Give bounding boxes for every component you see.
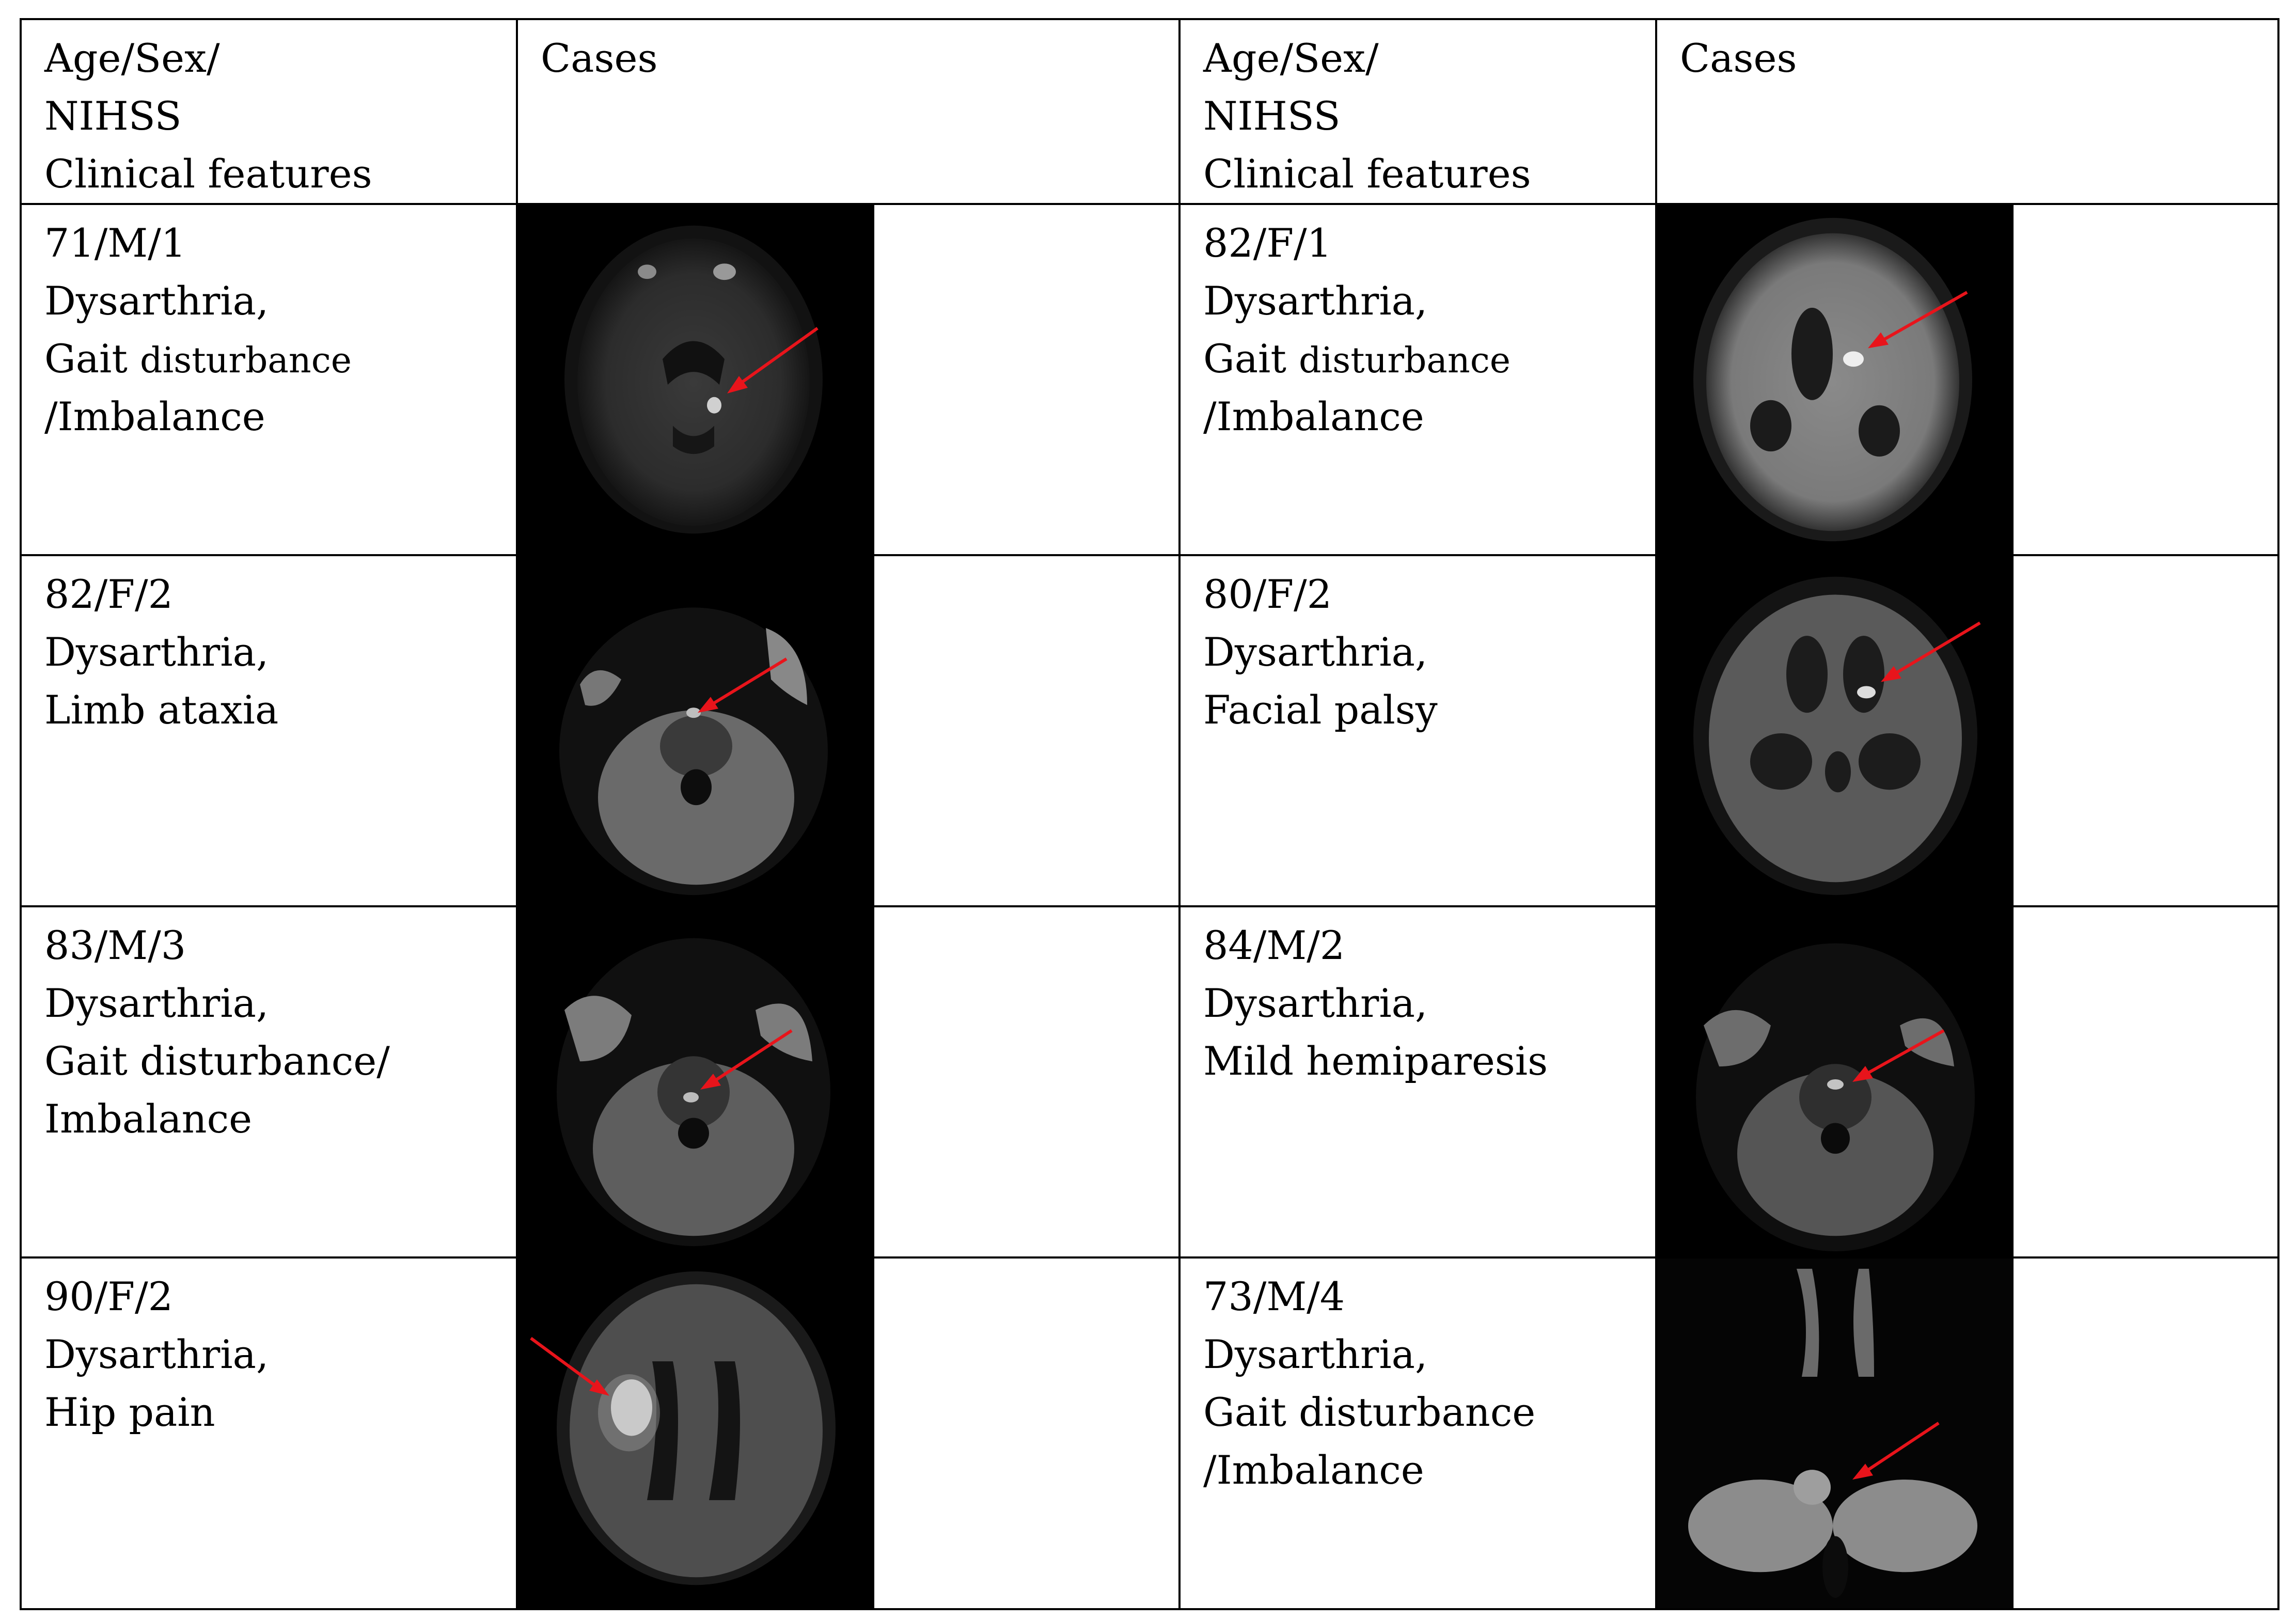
arrow-icon	[1860, 1422, 1940, 1476]
mri-cell	[1655, 554, 2279, 907]
arrowhead-icon	[1868, 332, 1889, 349]
arrowhead-icon	[698, 697, 718, 713]
feature-line: Dysarthria,	[44, 629, 269, 675]
feature-line: Dysarthria,	[1203, 1331, 1428, 1377]
feature-line: Dysarthria,	[1203, 278, 1428, 324]
clinical-cell: 90/F/2 Dysarthria, Hip pain	[20, 1256, 518, 1610]
feature-line: /Imbalance	[1203, 1447, 1424, 1493]
mri-image	[1658, 557, 2014, 904]
brain-mri-image	[1693, 576, 1981, 895]
feature-line: Facial palsy	[1203, 687, 1438, 733]
feature-line: Mild hemiparesis	[1203, 1038, 1548, 1084]
arrow-icon	[734, 327, 819, 389]
mri-image	[519, 1260, 874, 1607]
feature-line: Limb ataxia	[44, 687, 279, 733]
clinical-cell: 82/F/2 Dysarthria, Limb ataxia	[20, 554, 518, 907]
table-row: 83/M/3 Dysarthria, Gait disturbance/ Imb…	[20, 905, 2279, 1259]
brain-mri-image	[1693, 217, 1972, 542]
header-line: NIHSS	[1203, 93, 1341, 139]
feature-line: Gait disturbance/	[44, 1038, 390, 1084]
mri-cell	[516, 554, 1181, 907]
age-sex-nihss: 83/M/3	[44, 922, 186, 968]
brain-mri-image	[564, 225, 823, 534]
table-row: 90/F/2 Dysarthria, Hip pain	[20, 1256, 2279, 1610]
mri-image	[1658, 908, 2014, 1255]
header-cases-label: Cases	[541, 35, 658, 81]
feature-line: /Imbalance	[44, 394, 265, 439]
feature-line: Gait disturbance	[44, 336, 352, 382]
age-sex-nihss: 80/F/2	[1203, 571, 1332, 617]
header-line: Age/Sex/	[44, 35, 220, 81]
mri-cell	[516, 1256, 1181, 1610]
mri-cell	[1655, 1256, 2279, 1610]
feature-line: Imbalance	[44, 1096, 253, 1142]
age-sex-nihss: 82/F/2	[44, 571, 174, 617]
table-row: 82/F/2 Dysarthria, Limb ataxia	[20, 554, 2279, 907]
arrow-icon	[708, 1029, 793, 1086]
brain-mri-image	[1658, 1260, 2014, 1607]
mri-cell	[516, 203, 1181, 556]
header-line: NIHSS	[44, 93, 182, 139]
mri-image	[519, 908, 874, 1255]
feature-line: Dysarthria,	[44, 1331, 269, 1377]
arrow-icon	[1876, 291, 1968, 345]
arrowhead-icon	[1881, 666, 1901, 682]
clinical-cell: 80/F/2 Dysarthria, Facial palsy	[1178, 554, 1657, 907]
arrowhead-icon	[700, 1074, 721, 1090]
header-cell-features-right: Age/Sex/ NIHSS Clinical features	[1178, 18, 1657, 205]
arrow-icon	[530, 1336, 602, 1391]
feature-line: Dysarthria,	[44, 278, 269, 324]
header-line: Clinical features	[1203, 151, 1531, 197]
mri-cell	[516, 905, 1181, 1259]
feature-line: Dysarthria,	[1203, 629, 1428, 675]
arrowhead-icon	[1852, 1066, 1873, 1082]
header-cases-label: Cases	[1680, 35, 1797, 81]
age-sex-nihss: 73/M/4	[1203, 1273, 1345, 1319]
mri-cell	[1655, 203, 2279, 556]
clinical-cell: 82/F/1 Dysarthria, Gait disturbance /Imb…	[1178, 203, 1657, 556]
header-cell-features-left: Age/Sex/ NIHSS Clinical features	[20, 18, 518, 205]
clinical-cell: 83/M/3 Dysarthria, Gait disturbance/ Imb…	[20, 905, 518, 1259]
clinical-cell: 73/M/4 Dysarthria, Gait disturbance /Imb…	[1178, 1256, 1657, 1610]
clinical-cell: 84/M/2 Dysarthria, Mild hemiparesis	[1178, 905, 1657, 1259]
age-sex-nihss: 71/M/1	[44, 220, 186, 266]
brain-mri-image	[557, 938, 830, 1247]
header-row: Age/Sex/ NIHSS Clinical features Cases A…	[20, 18, 2279, 205]
feature-line: Gait disturbance	[1203, 1389, 1536, 1435]
arrow-icon	[705, 657, 788, 709]
header-line: Age/Sex/	[1203, 35, 1379, 81]
age-sex-nihss: 82/F/1	[1203, 220, 1332, 266]
mri-image	[519, 206, 874, 553]
mri-image	[1658, 1260, 2014, 1607]
header-cell-cases-left: Cases	[516, 18, 1181, 205]
age-sex-nihss: 90/F/2	[44, 1273, 174, 1319]
feature-line: Hip pain	[44, 1389, 215, 1435]
arrowhead-icon	[727, 376, 748, 394]
table-row: 71/M/1 Dysarthria, Gait disturbance /Imb…	[20, 203, 2279, 556]
feature-line: Dysarthria,	[1203, 980, 1428, 1026]
arrowhead-icon	[1852, 1464, 1873, 1480]
brain-mri-image	[530, 1271, 836, 1585]
header-cell-cases-right: Cases	[1655, 18, 2279, 205]
arrow-icon	[1860, 1029, 1945, 1078]
arrow-icon	[1889, 621, 1981, 679]
brain-mri-image	[1696, 943, 1975, 1252]
feature-line: /Imbalance	[1203, 394, 1424, 439]
arrowhead-icon	[589, 1379, 609, 1396]
case-table: Age/Sex/ NIHSS Clinical features Cases A…	[20, 18, 2279, 1610]
mri-image	[519, 557, 874, 904]
header-line: Clinical features	[44, 151, 372, 197]
mri-image	[1658, 206, 2014, 553]
feature-line: Gait disturbance	[1203, 336, 1511, 382]
clinical-cell: 71/M/1 Dysarthria, Gait disturbance /Imb…	[20, 203, 518, 556]
brain-mri-image	[559, 607, 828, 895]
age-sex-nihss: 84/M/2	[1203, 922, 1345, 968]
mri-cell	[1655, 905, 2279, 1259]
feature-line: Dysarthria,	[44, 980, 269, 1026]
